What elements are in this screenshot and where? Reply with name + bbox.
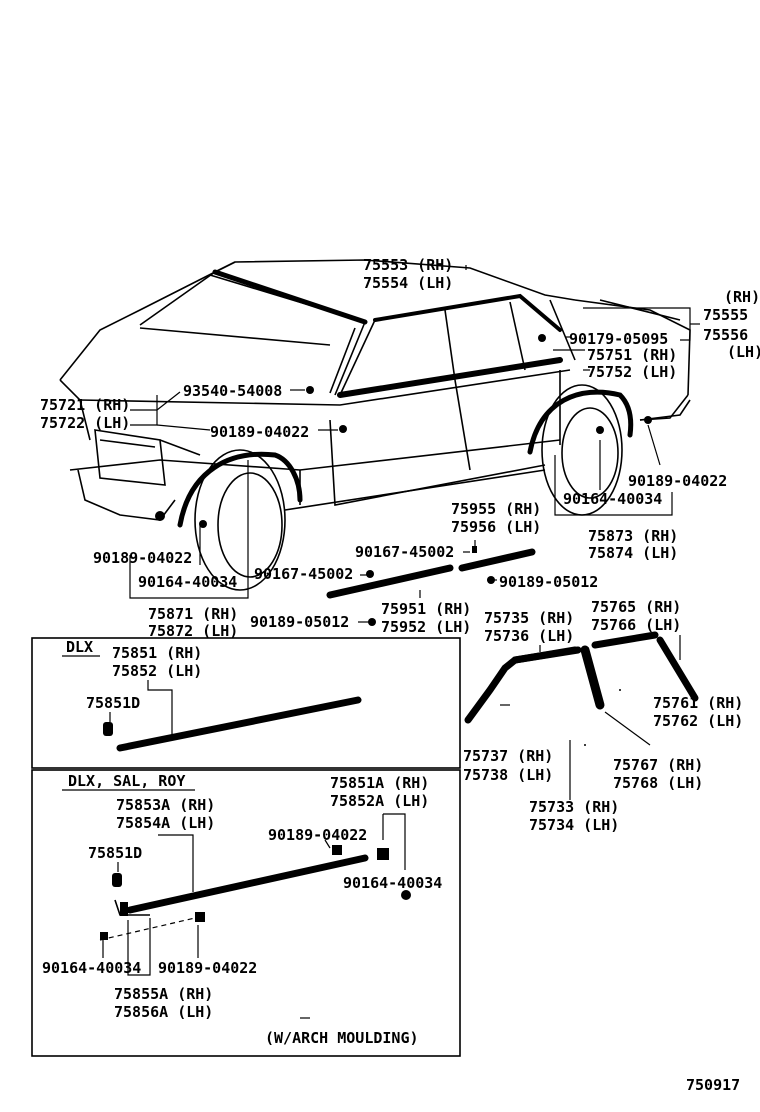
label-90189-04022-d: 90189-04022 (268, 826, 367, 844)
label-90164-40034-a: 90164-40034 (563, 490, 662, 508)
label-75872: 75872 (LH) (148, 622, 238, 640)
label-75554: 75554 (LH) (363, 274, 453, 292)
label-75737: 75737 (RH) (463, 747, 553, 765)
box-dlx (31, 637, 461, 769)
label-75751: 75751 (RH) (587, 346, 677, 364)
label-rh-top: (RH) (724, 288, 760, 306)
label-75766: 75766 (LH) (591, 616, 681, 634)
label-75734: 75734 (LH) (529, 816, 619, 834)
label-75733: 75733 (RH) (529, 798, 619, 816)
label-90189-05012-b: 90189-05012 (250, 613, 349, 631)
label-75761: 75761 (RH) (653, 694, 743, 712)
label-90167-45002-b: 90167-45002 (254, 565, 353, 583)
label-75952: 75952 (LH) (381, 618, 471, 636)
roof-mouldings (464, 631, 699, 746)
label-75851d-b: 75851D (88, 844, 142, 862)
label-75856a: 75856A (LH) (114, 1003, 213, 1021)
label-75852: 75852 (LH) (112, 662, 202, 680)
label-90179-05095: 90179-05095 (569, 330, 668, 348)
label-75854a: 75854A (LH) (116, 814, 215, 832)
label-75555: 75555 (703, 306, 748, 324)
label-75855a: 75855A (RH) (114, 985, 213, 1003)
label-75956: 75956 (LH) (451, 518, 541, 536)
label-90167-45002-a: 90167-45002 (355, 543, 454, 561)
label-90189-05012-a: 90189-05012 (499, 573, 598, 591)
label-75955: 75955 (RH) (451, 500, 541, 518)
leader-lines (129, 265, 700, 800)
car-illustration (59, 259, 691, 591)
label-90189-04022-c: 90189-04022 (93, 549, 192, 567)
label-93540-54008: 93540-54008 (183, 382, 282, 400)
label-75735: 75735 (RH) (484, 609, 574, 627)
label-lh-top: (LH) (727, 343, 760, 361)
label-90189-04022-b: 90189-04022 (628, 472, 727, 490)
label-75722: 75722 (LH) (40, 414, 130, 432)
label-arch-note: (W/ARCH MOULDING) (265, 1029, 419, 1047)
label-90164-40034-b: 90164-40034 (138, 573, 237, 591)
label-75762: 75762 (LH) (653, 712, 743, 730)
label-75736: 75736 (LH) (484, 627, 574, 645)
label-75852a: 75852A (LH) (330, 792, 429, 810)
box-dlx-sal-roy (31, 769, 461, 1057)
label-75871: 75871 (RH) (148, 605, 238, 623)
label-90164-40034-c: 90164-40034 (343, 874, 442, 892)
label-75851d-a: 75851D (86, 694, 140, 712)
label-75738: 75738 (LH) (463, 766, 553, 784)
label-75767: 75767 (RH) (613, 756, 703, 774)
label-dlx: DLX (66, 638, 93, 656)
label-90189-04022-e: 90189-04022 (158, 959, 257, 977)
label-75851a: 75851A (RH) (330, 774, 429, 792)
label-90189-04022-a: 90189-04022 (210, 423, 309, 441)
label-75721: 75721 (RH) (40, 396, 130, 414)
diagram-number: 750917 (686, 1076, 740, 1094)
label-90164-40034-d: 90164-40034 (42, 959, 141, 977)
label-75553: 75553 (RH) (363, 256, 453, 274)
label-75556: 75556 (703, 326, 748, 344)
label-75851: 75851 (RH) (112, 644, 202, 662)
label-75874: 75874 (LH) (588, 544, 678, 562)
label-75768: 75768 (LH) (613, 774, 703, 792)
rocker-mouldings (326, 546, 536, 626)
part-labels: 75553 (RH) 75554 (LH) (RH) 75555 75556 (… (40, 256, 760, 1094)
label-75752: 75752 (LH) (587, 363, 677, 381)
label-75765: 75765 (RH) (591, 598, 681, 616)
label-dlx-sal-roy: DLX, SAL, ROY (68, 772, 185, 790)
label-75853a: 75853A (RH) (116, 796, 215, 814)
label-75951: 75951 (RH) (381, 600, 471, 618)
label-75873: 75873 (RH) (588, 527, 678, 545)
